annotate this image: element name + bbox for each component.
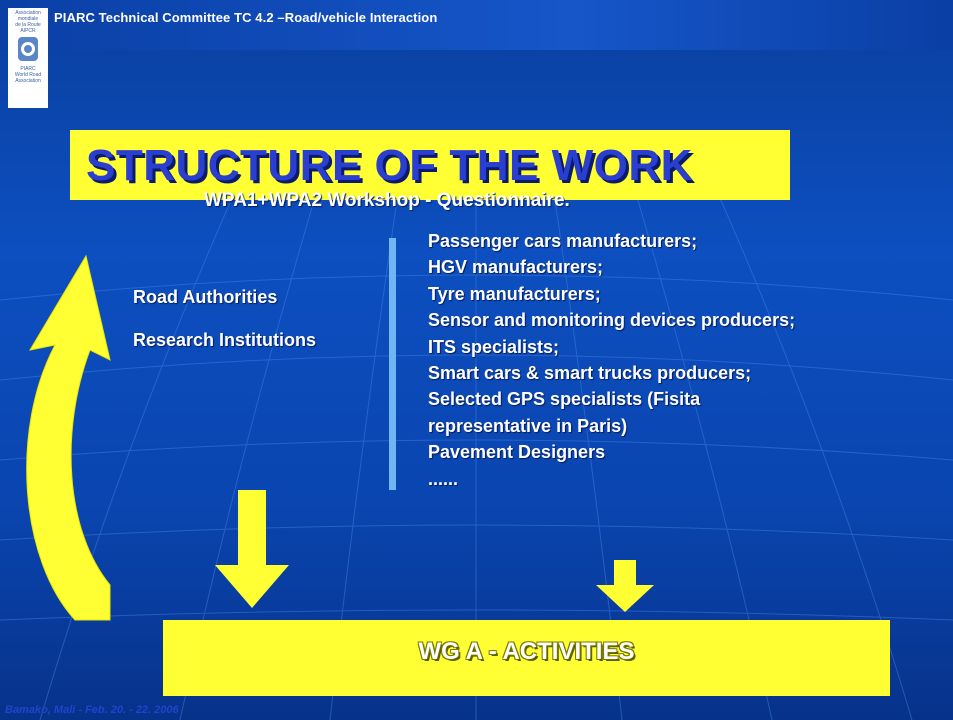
slide-title: STRUCTURE OF THE WORK: [86, 141, 693, 190]
logo-text-top: Association mondiale de la Route AIPCR: [15, 10, 41, 34]
participant-item: Selected GPS specialists (Fisita: [428, 389, 701, 410]
participant-item: HGV manufacturers;: [428, 257, 604, 278]
activities-label: WG A - ACTIVITIES: [418, 638, 635, 665]
left-group-research-institutions: Research Institutions: [133, 330, 317, 350]
committee-header: PIARC Technical Committee TC 4.2 –Road/v…: [54, 10, 438, 25]
header-bar: [0, 0, 953, 50]
participant-item: Pavement Designers: [428, 442, 606, 463]
footer-text: Bamako, Mali - Feb. 20. - 22. 2006: [5, 704, 179, 716]
participant-item: Sensor and monitoring devices producers;: [428, 310, 796, 331]
left-group-road-authorities: Road Authorities: [133, 287, 278, 307]
participant-item: ......: [428, 468, 459, 489]
participant-item: Tyre manufacturers;: [428, 283, 601, 304]
participants-list: Passenger cars manufacturers; HGV manufa…: [428, 228, 795, 492]
divider-line: [389, 238, 396, 490]
title-box: [70, 130, 790, 200]
participant-item: Passenger cars manufacturers;: [428, 231, 698, 251]
logo-emblem-icon: [18, 37, 38, 61]
subtitle: WPA1+WPA2 Workshop - Questionnaire.: [204, 190, 570, 211]
piarc-logo: Association mondiale de la Route AIPCR P…: [8, 8, 48, 108]
participant-item: ITS specialists;: [428, 336, 560, 357]
participant-item: Smart cars & smart trucks producers;: [428, 363, 752, 384]
activities-box: WG A - ACTIVITIES: [163, 620, 890, 696]
participant-item: representative in Paris): [428, 415, 628, 436]
logo-text-bottom: PIARC World Road Association: [14, 66, 42, 84]
